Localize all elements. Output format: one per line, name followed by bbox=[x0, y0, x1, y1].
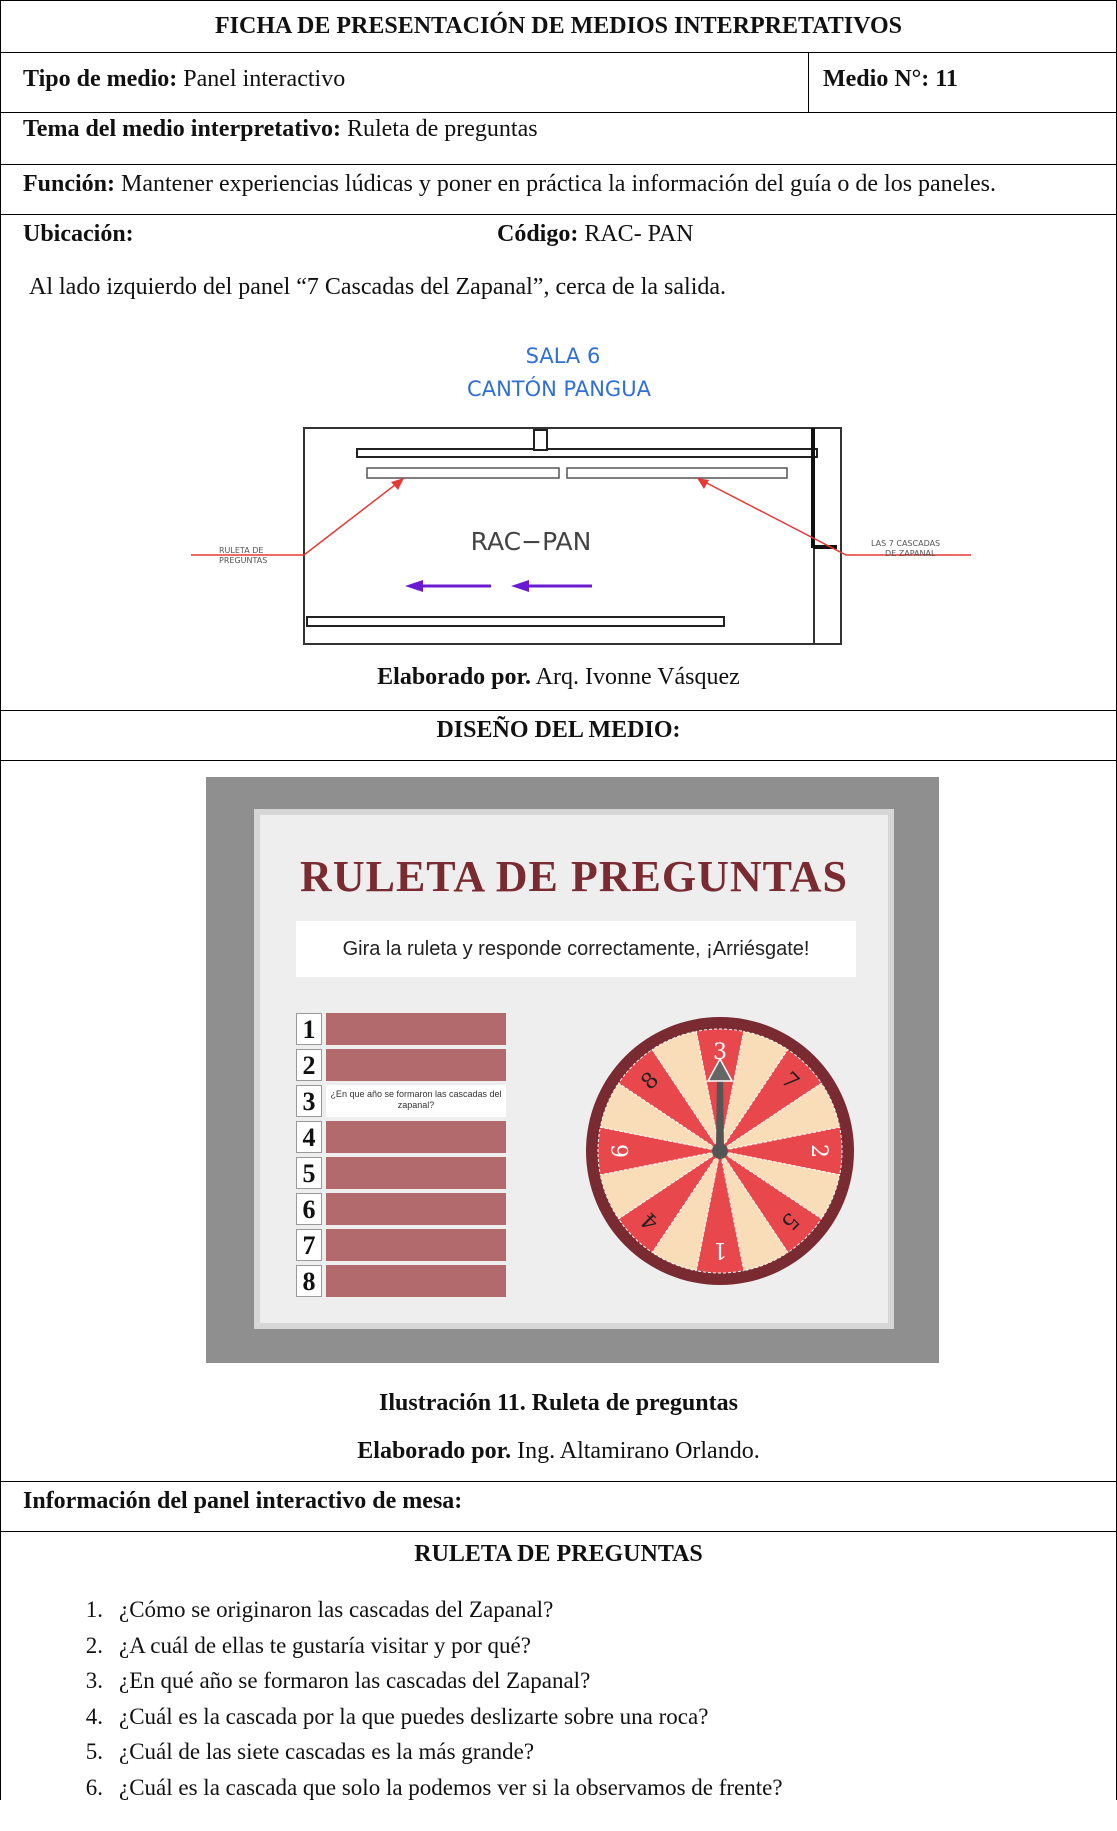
pointer-right bbox=[696, 477, 971, 556]
wheel-segment bbox=[599, 1150, 721, 1220]
wheel-number: 6 bbox=[609, 1144, 634, 1158]
slot-number: 8 bbox=[296, 1265, 322, 1297]
slot-bar bbox=[326, 1121, 506, 1153]
diseno-row: DISEÑO DEL MEDIO: bbox=[1, 710, 1116, 760]
slot-bar bbox=[326, 1049, 506, 1081]
map-credit: Elaborado por. Arq. Ivonne Vásquez bbox=[377, 664, 740, 690]
slot-bar bbox=[326, 1265, 506, 1297]
slot-number: 1 bbox=[296, 1013, 322, 1045]
slot-bar bbox=[326, 1229, 506, 1261]
slot-bar bbox=[326, 1013, 506, 1045]
questions-row: RULETA DE PREGUNTAS bbox=[1, 1531, 1116, 1831]
direction-arrowhead-2 bbox=[511, 580, 529, 592]
wheel-segment bbox=[599, 1082, 721, 1152]
wheel-number: 1 bbox=[713, 1237, 727, 1262]
question-slots: 1 2 3¿En que año se formaron las cascada… bbox=[296, 1011, 506, 1299]
question-slot: 4 bbox=[296, 1119, 506, 1155]
wheel-segment bbox=[617, 1048, 721, 1152]
diseno-title: DISEÑO DEL MEDIO: bbox=[436, 717, 681, 743]
map-title-line1: SALA 6 bbox=[526, 344, 601, 368]
illustration-credit: Elaborado por. Ing. Altamirano Orlando. bbox=[357, 1438, 760, 1464]
codigo-field: Código: RAC- PAN bbox=[497, 221, 694, 247]
panel-ruleta bbox=[366, 467, 560, 479]
pointer-right-head bbox=[697, 478, 709, 489]
question-slot: 8 bbox=[296, 1263, 506, 1299]
entry-mark bbox=[533, 429, 548, 451]
header-row: FICHA DE PRESENTACIÓN DE MEDIOS INTERPRE… bbox=[1, 0, 1116, 52]
direction-arrowhead-1 bbox=[405, 580, 423, 592]
illustration-row: Ilustración 11. Ruleta de preguntas Elab… bbox=[1, 760, 1116, 1481]
tipo-row: Tipo de medio: Panel interactivo Medio N… bbox=[1, 52, 1116, 113]
wheel-needle-head bbox=[706, 1057, 734, 1082]
medio-field: Medio N°: 11 bbox=[823, 66, 958, 92]
ubicacion-row: Ubicación: Código: RAC- PAN Al lado izqu… bbox=[1, 214, 1116, 710]
bottom-wall bbox=[306, 616, 725, 627]
map-left-label-2: PREGUNTAS bbox=[219, 556, 267, 565]
wheel-segment bbox=[651, 1030, 721, 1152]
funcion-row: Función: Mantener experiencias lúdicas y… bbox=[1, 164, 1116, 214]
tema-row: Tema del medio interpretativo: Ruleta de… bbox=[1, 112, 1116, 164]
map-center-label: RAC−PAN bbox=[471, 527, 592, 556]
illustration-caption: Ilustración 11. Ruleta de preguntas bbox=[379, 1390, 738, 1416]
question-slot: 6 bbox=[296, 1191, 506, 1227]
map-right-label-2: DE ZAPANAL bbox=[885, 549, 936, 558]
ubicacion-text: Al lado izquierdo del panel “7 Cascadas … bbox=[29, 274, 727, 300]
top-wall bbox=[356, 448, 818, 458]
funcion-field: Función: Mantener experiencias lúdicas y… bbox=[23, 171, 996, 197]
slot-bar bbox=[326, 1157, 506, 1189]
wheel-number: 2 bbox=[806, 1144, 831, 1158]
wheel-needle bbox=[716, 1073, 724, 1151]
wheel-segment bbox=[719, 1126, 843, 1176]
roulette-board: RULETA DE PREGUNTAS Gira la ruleta y res… bbox=[254, 809, 894, 1329]
column-divider bbox=[808, 53, 809, 113]
sheet-title: FICHA DE PRESENTACIÓN DE MEDIOS INTERPRE… bbox=[215, 13, 902, 39]
wheel-segment bbox=[695, 1150, 745, 1274]
wheel-number: 3 bbox=[713, 1040, 727, 1065]
tipo-field: Tipo de medio: Panel interactivo bbox=[23, 66, 346, 92]
room-outline bbox=[303, 427, 842, 645]
wheel-segment bbox=[719, 1150, 823, 1254]
info-label: Información del panel interactivo de mes… bbox=[23, 1488, 463, 1514]
wheel-segment bbox=[719, 1082, 841, 1152]
wheel-segment bbox=[719, 1150, 789, 1272]
slot-number: 3 bbox=[296, 1085, 322, 1117]
slot-number: 2 bbox=[296, 1049, 322, 1081]
map-left-label-1: RULETA DE bbox=[219, 546, 263, 555]
map-title-line2: CANTÓN PANGUA bbox=[467, 376, 652, 401]
panel-cascadas bbox=[566, 467, 788, 479]
question-slot: 7 bbox=[296, 1227, 506, 1263]
wheel-segment bbox=[617, 1150, 721, 1254]
wheel-segment bbox=[651, 1150, 721, 1272]
question-slot: 2 bbox=[296, 1047, 506, 1083]
question-slot: 1 bbox=[296, 1011, 506, 1047]
wheel-segment bbox=[719, 1048, 823, 1152]
section-title: RULETA DE PREGUNTAS bbox=[414, 1541, 703, 1567]
tema-field: Tema del medio interpretativo: Ruleta de… bbox=[23, 116, 538, 142]
slot-number: 6 bbox=[296, 1193, 322, 1225]
wheel-segment bbox=[597, 1126, 721, 1176]
wheel-hub bbox=[712, 1143, 728, 1159]
info-row: Información del panel interactivo de mes… bbox=[1, 1481, 1116, 1531]
question-slot: 3¿En que año se formaron las cascadas de… bbox=[296, 1083, 506, 1119]
wheel-segment bbox=[719, 1030, 789, 1152]
pointer-left-head bbox=[391, 478, 404, 490]
slot-number: 5 bbox=[296, 1157, 322, 1189]
floor-map: SALA 6 CANTÓN PANGUA RAC−PAN bbox=[191, 340, 991, 660]
board-title: RULETA DE PREGUNTAS bbox=[300, 852, 848, 901]
slot-number: 7 bbox=[296, 1229, 322, 1261]
ubicacion-label: Ubicación: bbox=[23, 221, 134, 247]
wheel-segment bbox=[719, 1150, 841, 1220]
question-slot: 5 bbox=[296, 1155, 506, 1191]
slot-open-question: ¿En que año se formaron las cascadas del… bbox=[326, 1085, 506, 1117]
slot-bar bbox=[326, 1193, 506, 1225]
slot-number: 4 bbox=[296, 1121, 322, 1153]
map-right-label-1: LAS 7 CASCADAS bbox=[871, 539, 940, 548]
roulette-illustration: RULETA DE PREGUNTAS Gira la ruleta y res… bbox=[206, 777, 939, 1363]
board-subtitle: Gira la ruleta y responde correctamente,… bbox=[296, 921, 856, 977]
pointer-left bbox=[191, 477, 405, 556]
